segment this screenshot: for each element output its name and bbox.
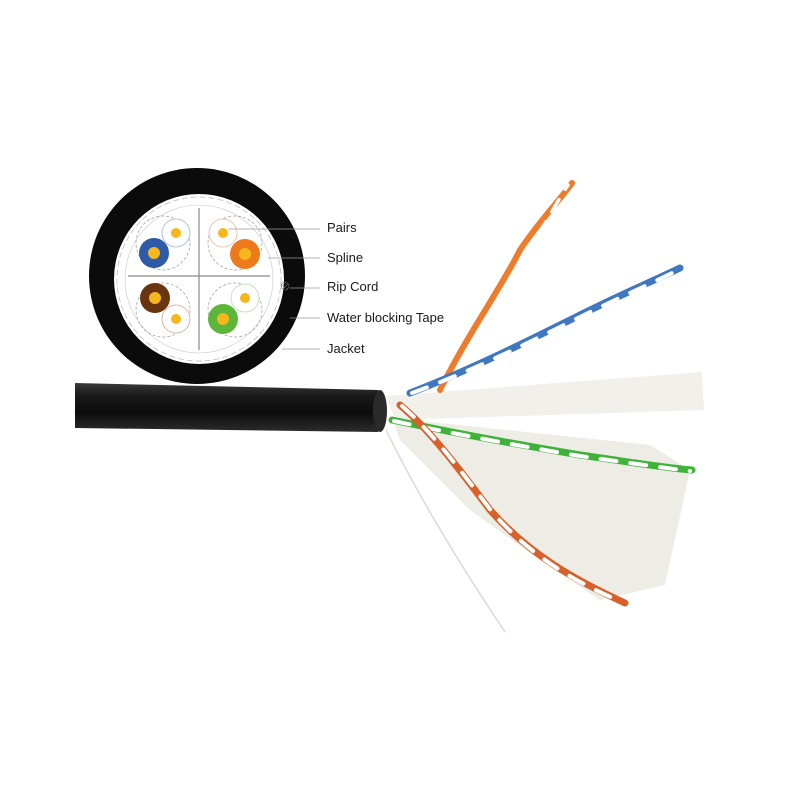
label-spline: Spline <box>327 250 364 265</box>
label-pairs: Pairs <box>327 220 357 235</box>
leader-lines <box>228 228 320 350</box>
label-water-blocking-tape: Water blocking Tape <box>327 310 445 325</box>
cross-section <box>89 168 305 384</box>
tape-upper <box>386 372 704 420</box>
cable-body <box>75 180 704 633</box>
rip-cord-thread <box>385 429 506 633</box>
label-jacket: Jacket <box>327 341 365 356</box>
rip-cord-dot <box>280 281 290 291</box>
label-rip-cord: Rip Cord <box>327 279 379 294</box>
outer-jacket <box>75 383 382 432</box>
